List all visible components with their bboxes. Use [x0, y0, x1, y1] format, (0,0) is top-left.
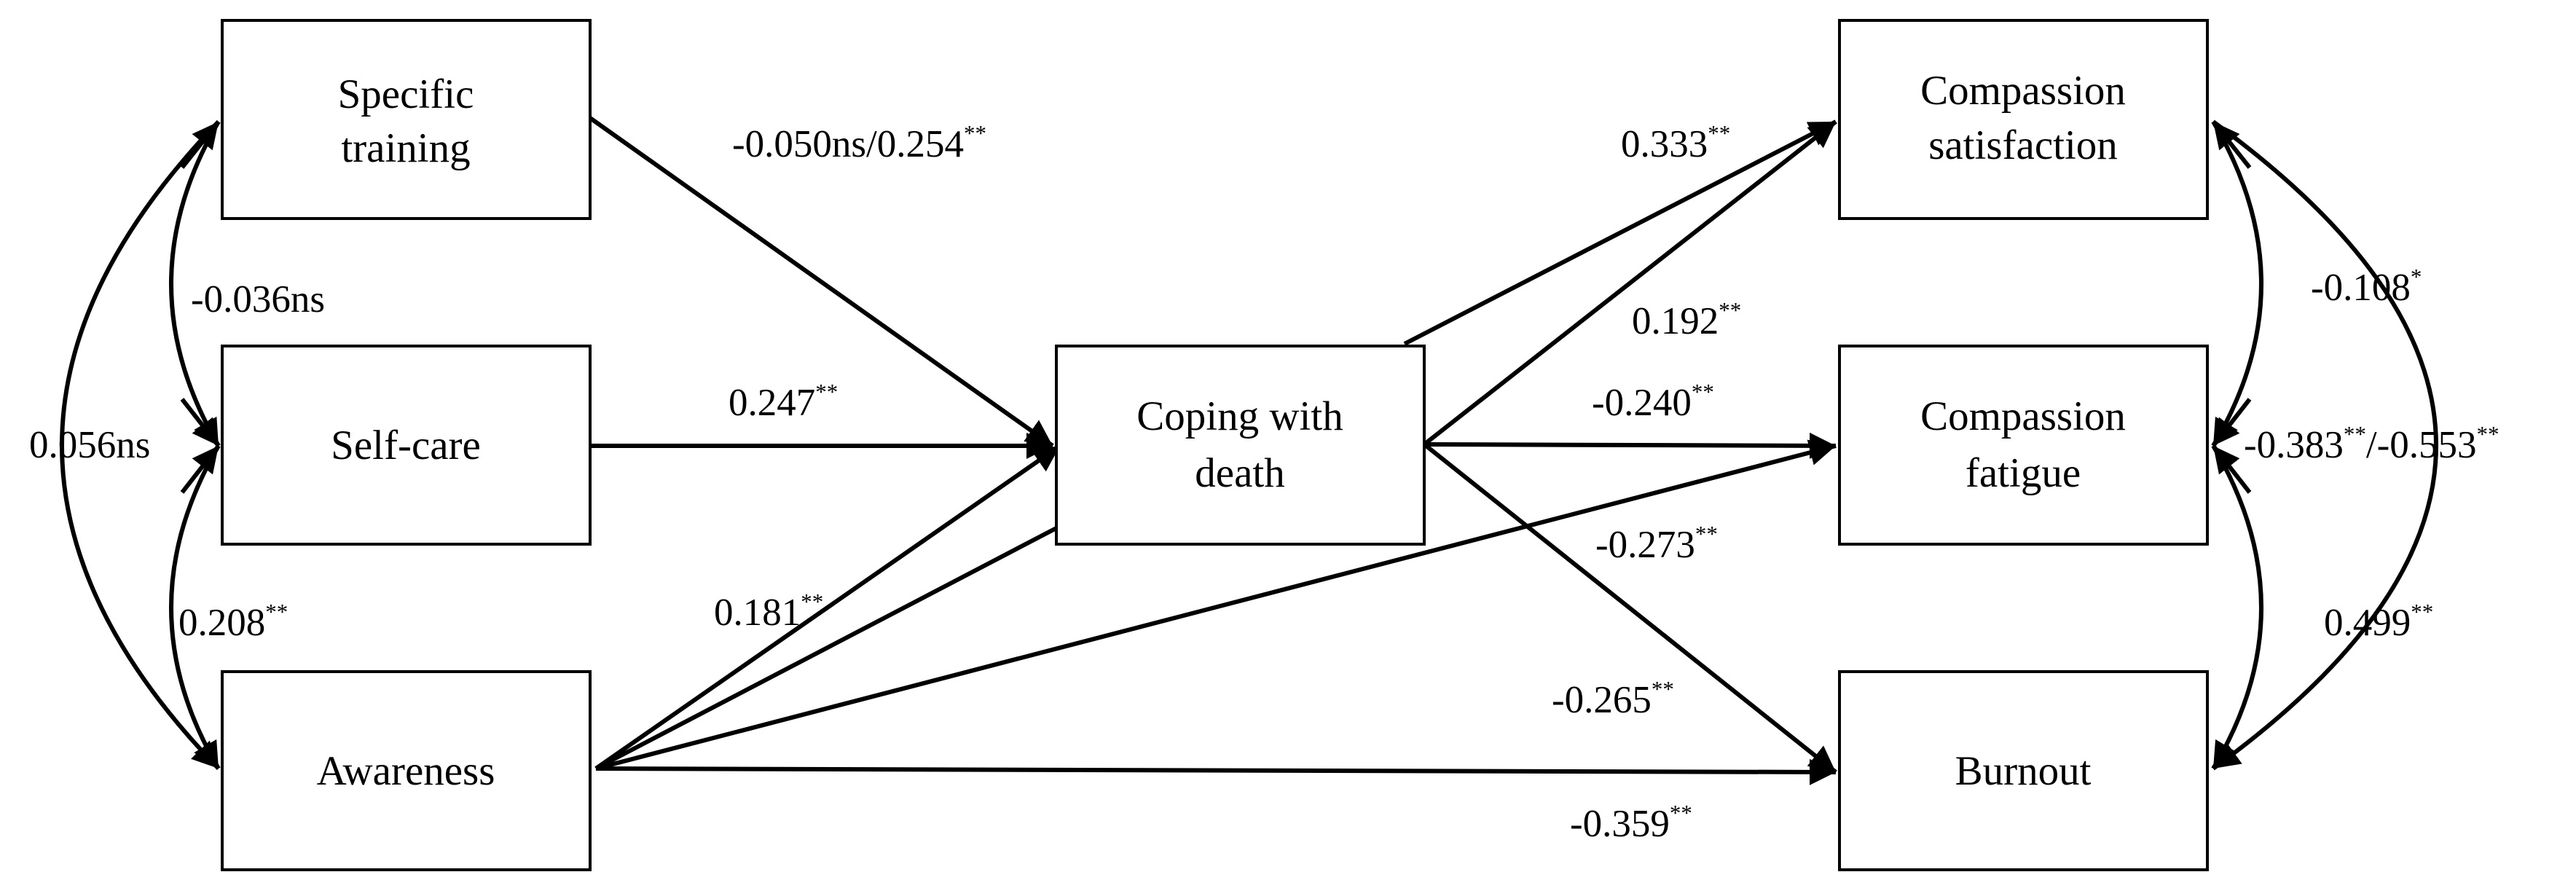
node-compassion-satisfaction-line2: satisfaction	[1928, 122, 2118, 168]
coef-cov-compassion-satisfaction-burnout: -0.383**/-0.553**	[2244, 421, 2500, 466]
coef-coping-compassion-satisfaction: 0.333**	[1621, 120, 1730, 165]
arrow-awareness-to-compassion-fatigue	[595, 439, 1837, 771]
node-coping-line1: Coping with	[1136, 393, 1343, 439]
arrow-awareness-to-burnout	[595, 758, 1837, 785]
node-compassion-fatigue: Compassion fatigue	[1838, 345, 2209, 546]
node-compassion-fatigue-line1: Compassion	[1920, 393, 2126, 439]
node-burnout-label: Burnout	[1955, 748, 2092, 794]
node-specific-training-line1: Specific	[338, 71, 474, 117]
coef-cov-self-care-awareness: 0.208**	[178, 599, 288, 644]
arc-head-sc-top	[180, 398, 221, 447]
coef-cov-specific-training-self-care: -0.036ns	[191, 278, 325, 321]
coef-awareness-coping: 0.181**	[714, 589, 823, 634]
covariance-arcs	[60, 119, 2438, 771]
arc-specific-training-awareness	[60, 119, 221, 771]
arrow-coping-to-compassion-satisfaction	[1403, 119, 1837, 346]
arc-head-st-top	[180, 120, 221, 169]
arc-self-care-awareness	[169, 444, 221, 770]
node-specific-training: Specific training	[221, 19, 592, 220]
coef-cov-compassion-fatigue-burnout: 0.499**	[2324, 599, 2433, 644]
arc-head-cf-top	[2211, 398, 2252, 447]
node-compassion-satisfaction-line1: Compassion	[1920, 68, 2126, 114]
coef-cov-specific-training-awareness: 0.056ns	[29, 424, 150, 466]
node-awareness-label: Awareness	[317, 748, 495, 794]
arc-compassion-satisfaction-burnout	[2212, 119, 2438, 771]
arc-head-sc-bottom	[180, 444, 221, 494]
coef-awareness-compassion-satisfaction: 0.192**	[1632, 297, 1741, 342]
coef-awareness-compassion-fatigue: -0.273**	[1595, 521, 1718, 566]
node-specific-training-line2: training	[341, 125, 470, 171]
coef-specific-training-coping: -0.050ns/0.254**	[732, 120, 986, 165]
arc-head-cf-bottom	[2211, 444, 2252, 494]
arrow-coping-to-compassion-fatigue	[1424, 432, 1837, 459]
arrow-specific-training-to-coping	[589, 116, 1054, 448]
node-coping-line2: death	[1195, 450, 1284, 496]
coef-coping-compassion-fatigue: -0.240**	[1592, 379, 1714, 424]
arrow-coping-to-compassion-satisfaction-2	[1423, 119, 1837, 447]
node-compassion-satisfaction: Compassion satisfaction	[1838, 19, 2209, 220]
node-compassion-fatigue-line2: fatigue	[1966, 450, 2081, 496]
arc-head-cs-top	[2211, 120, 2252, 169]
arrow-coping-to-burnout	[1423, 442, 1837, 774]
coef-self-care-coping: 0.247**	[729, 379, 838, 424]
coef-awareness-burnout: -0.359**	[1570, 800, 1692, 845]
coefficient-labels: -0.050ns/0.254** 0.247** 0.181** 0.333**…	[29, 120, 2500, 845]
arc-compassion-fatigue-burnout	[2211, 444, 2263, 770]
arc-compassion-satisfaction-fatigue	[2211, 120, 2263, 447]
arc-specific-training-self-care	[169, 120, 221, 447]
node-coping: Coping with death	[1055, 345, 1426, 546]
node-burnout: Burnout	[1838, 670, 2209, 871]
coef-coping-burnout: -0.265**	[1552, 676, 1674, 721]
node-self-care-label: Self-care	[331, 423, 481, 468]
node-awareness: Awareness	[221, 670, 592, 871]
node-self-care: Self-care	[221, 345, 592, 546]
coef-cov-compassion-satisfaction-fatigue: -0.108*	[2311, 264, 2422, 309]
line-awareness-to-coping-bottom	[594, 526, 1058, 771]
arrow-awareness-to-coping	[594, 444, 1061, 771]
path-arrows	[589, 116, 1837, 785]
